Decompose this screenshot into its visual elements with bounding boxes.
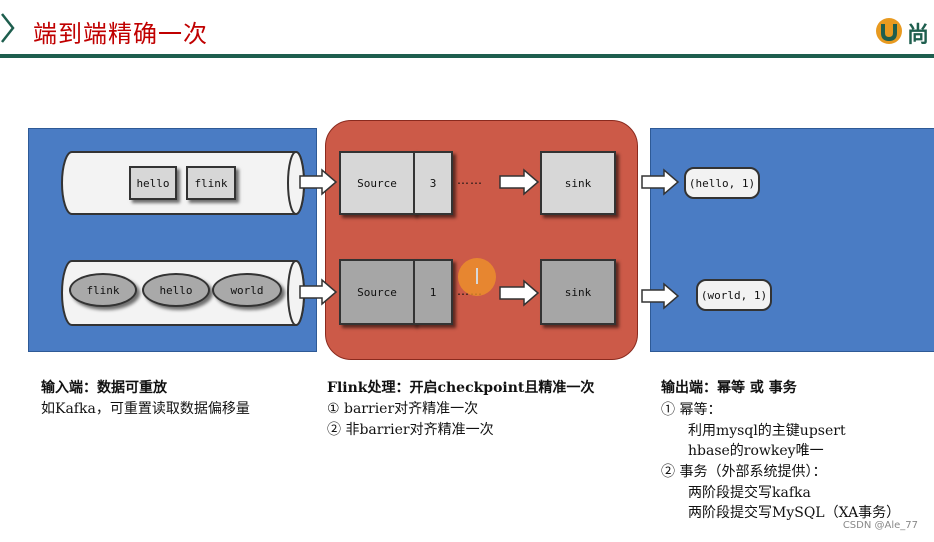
- flink-caption-line: ② 非barrier对齐精准一次: [327, 422, 494, 438]
- output-caption-line: ② 事务（外部系统提供）：: [661, 464, 827, 480]
- watermark: CSDN @Ale_77: [842, 520, 918, 531]
- logo-icon: [876, 18, 902, 44]
- arrow-right-icon: [499, 168, 540, 196]
- output-record: (world, 1): [696, 279, 772, 311]
- arrow-right-icon: [299, 278, 338, 306]
- record-oval: world: [212, 273, 282, 307]
- header-divider: [0, 54, 934, 58]
- sink-operator: sink: [540, 259, 616, 325]
- barrier-marker: 1: [413, 259, 453, 325]
- record-box: flink: [186, 166, 236, 200]
- flink-caption-line: ① barrier对齐精准一次: [327, 401, 479, 417]
- input-caption-heading: 输入端：数据可重放: [41, 380, 167, 396]
- record-box: hello: [129, 166, 177, 200]
- brand-logo: 尚: [874, 16, 934, 46]
- arrow-right-icon: [499, 279, 540, 307]
- record-oval: flink: [69, 273, 137, 307]
- kafka-partition-1: [61, 151, 305, 215]
- flink-caption-heading: Flink处理：开启checkpoint且精准一次: [327, 380, 595, 396]
- output-caption-line: 两阶段提交写MySQL（XA事务）: [688, 505, 901, 521]
- output-caption-line: ① 幂等：: [661, 402, 722, 418]
- chevron-icon: [1, 13, 15, 43]
- input-caption-line: 如Kafka，可重置读取数据偏移量: [41, 401, 250, 417]
- arrow-right-icon: [299, 168, 338, 196]
- output-panel: [650, 128, 934, 352]
- sink-operator: sink: [540, 151, 616, 215]
- record-oval: hello: [142, 273, 210, 307]
- source-operator: Source: [339, 151, 415, 215]
- arrow-right-icon: [641, 282, 680, 310]
- output-caption-line: hbase的rowkey唯一: [688, 443, 824, 459]
- arrow-right-icon: [641, 168, 680, 196]
- source-operator: Source: [339, 259, 415, 325]
- cursor-icon: [476, 268, 478, 284]
- output-caption-heading: 输出端：幂等 或 事务: [661, 380, 797, 396]
- slide-title: 端到端精确一次: [33, 20, 208, 48]
- ellipsis: ……: [457, 173, 483, 187]
- output-record: (hello, 1): [684, 167, 760, 199]
- logo-text: 尚: [907, 23, 930, 46]
- output-caption-line: 两阶段提交写kafka: [688, 485, 811, 501]
- output-caption-line: 利用mysql的主键upsert: [688, 423, 846, 439]
- barrier-marker: 3: [413, 151, 453, 215]
